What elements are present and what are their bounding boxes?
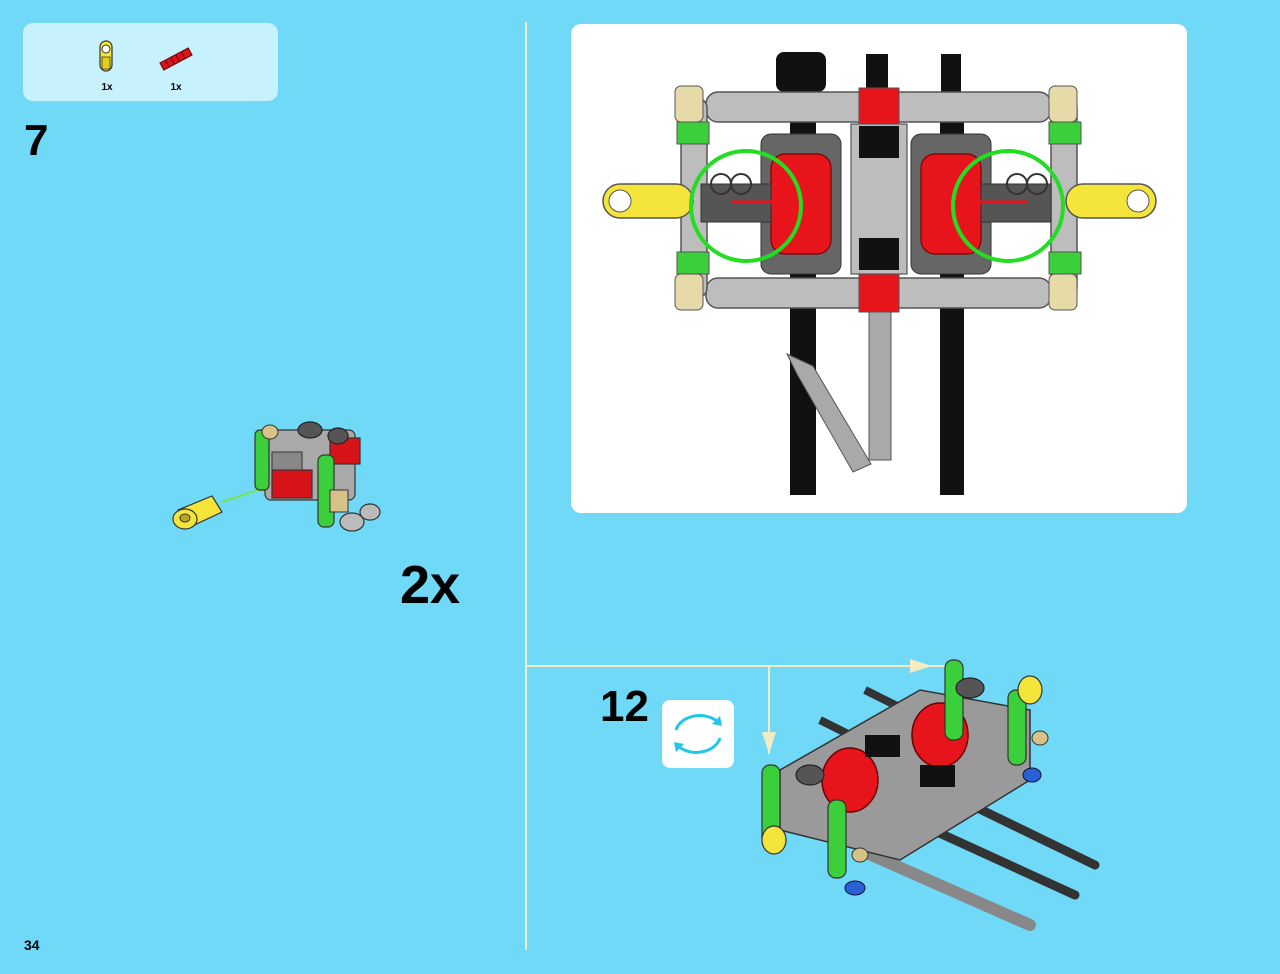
submodel bbox=[254, 421, 381, 532]
highlight-circle bbox=[689, 149, 803, 263]
parts-list: 1x 1x bbox=[23, 23, 278, 101]
callout-guide-horizontal bbox=[527, 665, 947, 667]
part-quantity: 1x bbox=[170, 82, 182, 93]
red-axle-icon bbox=[159, 47, 193, 71]
callout-assembly-illustration bbox=[761, 659, 1100, 931]
parts-list-item: 1x bbox=[156, 37, 196, 93]
part-quantity: 1x bbox=[101, 82, 113, 93]
rotate-model-box bbox=[662, 700, 734, 768]
detail-view-illustration bbox=[602, 52, 1157, 495]
page-divider bbox=[525, 22, 527, 950]
callout-guide-vertical bbox=[768, 666, 770, 754]
rotate-model-icon bbox=[674, 714, 722, 754]
page-number: 34 bbox=[24, 937, 40, 953]
arrow-right-icon bbox=[910, 659, 932, 673]
arrow-down-icon bbox=[762, 732, 776, 754]
parts-list-item: 1x bbox=[87, 37, 127, 93]
step-assembly-illustration bbox=[172, 421, 381, 532]
yellow-connector-icon bbox=[99, 40, 113, 72]
detail-view-panel bbox=[571, 24, 1187, 513]
step-multiplier: 2x bbox=[400, 555, 461, 615]
step-number: 7 bbox=[24, 116, 49, 165]
yellow-connector bbox=[172, 495, 223, 530]
callout-step-number: 12 bbox=[600, 682, 649, 731]
highlight-circle bbox=[951, 149, 1065, 263]
